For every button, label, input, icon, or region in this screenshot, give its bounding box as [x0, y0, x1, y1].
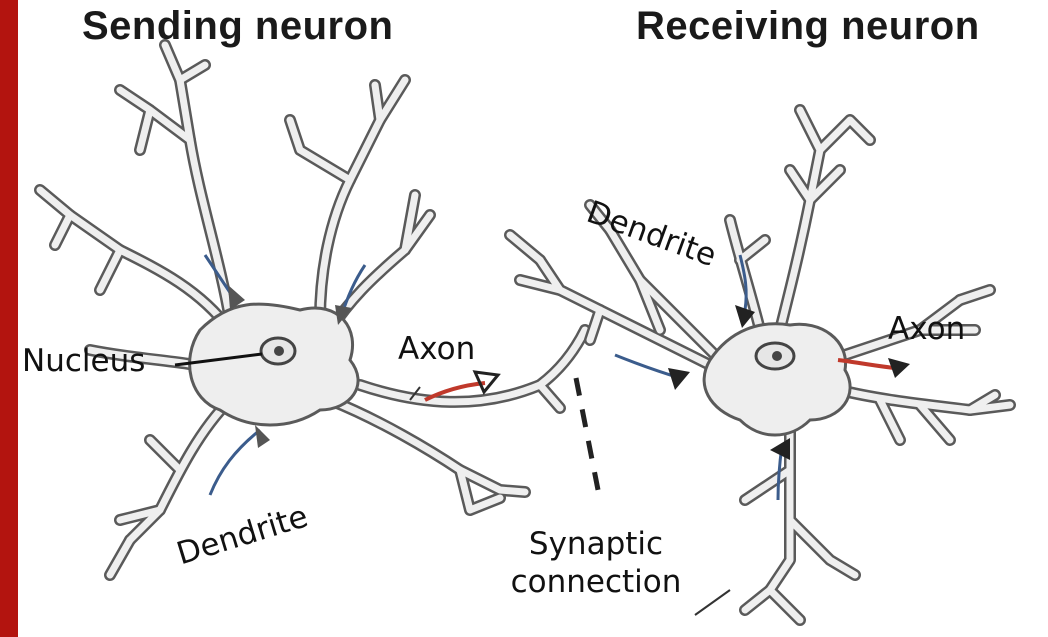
synaptic-dashed-line: [576, 378, 600, 500]
receiving-cell-body: [704, 324, 850, 435]
sending-axon-label: Axon: [398, 334, 475, 365]
synaptic-label-line2: connection: [496, 563, 696, 601]
sending-neuron-title: Sending neuron: [82, 4, 393, 49]
synaptic-label-line1: Synaptic: [496, 525, 696, 563]
receiving-neuron-title: Receiving neuron: [636, 4, 980, 49]
receiving-axon-label: Axon: [888, 314, 965, 345]
synaptic-connection-label: Synaptic connection: [496, 525, 696, 601]
synaptic-pointer: [695, 590, 730, 615]
nucleus-label: Nucleus: [22, 346, 145, 377]
